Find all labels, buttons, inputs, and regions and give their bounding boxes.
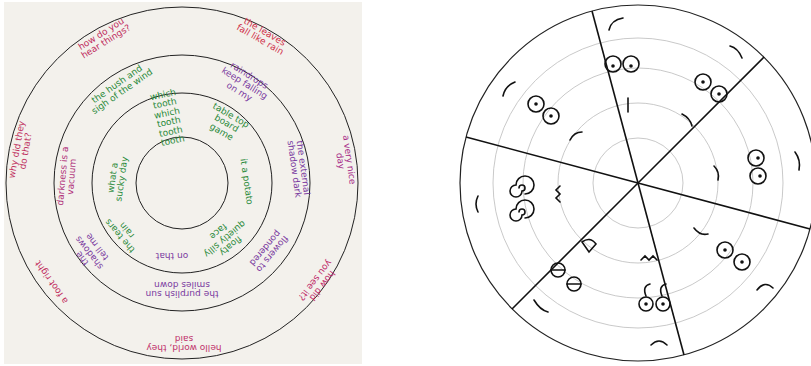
spoke [638,57,764,183]
eye [750,168,766,184]
ring [54,55,310,311]
handwritten-note: the purplish sun smiles down [142,279,222,298]
spiral-eye [510,200,534,221]
paper-sheet [4,2,362,364]
handwritten-note: flowers to pondered [242,222,292,277]
eyebrow [730,46,742,58]
pupil [534,102,538,106]
pupil [756,156,760,160]
eye-slit [567,283,581,285]
eye [717,242,733,258]
eye [528,96,544,112]
eye-slit [551,269,565,271]
outer-circle [460,5,811,361]
pupil [758,174,762,178]
handwritten-note: the hush and sigh of the wind [85,60,155,117]
eye [748,150,764,166]
handwritten-note: the external shadow dark [283,132,311,204]
eye [711,86,727,102]
eye [639,297,653,311]
eyebrow [795,152,800,170]
concentric-rings [6,7,358,359]
mouth [714,166,719,180]
eyelash [645,284,650,296]
eyebrow [609,18,623,30]
handwritten-note: floaty quietly silly face [194,210,252,265]
handwritten-note: why did they do that? [6,114,37,186]
ring [493,38,783,328]
handwritten-note: the tears rain [102,209,145,255]
handwritten-note: on that [155,251,189,260]
ring [92,93,272,273]
spoke [466,137,638,183]
handwritten-note: it a potato [238,158,254,207]
mouth [641,256,657,260]
spoke [592,11,638,183]
pupil [661,302,665,306]
mouth [570,132,582,140]
pupil [701,80,705,84]
paper-sheet [454,2,809,364]
eye [605,56,621,72]
eye [656,297,670,311]
pupil [549,114,553,118]
handwritten-note: darkness is a vacuum [55,142,80,209]
eye [623,56,639,72]
spoke [638,183,684,355]
face-features [476,18,800,345]
ring [6,7,358,359]
eye [543,108,559,124]
handwritten-note: how do you hear things? [73,14,134,62]
mouth [682,114,692,126]
mouth [556,186,560,202]
handwritten-note: a very nice day [330,129,357,191]
eye [567,277,581,291]
faint-rings [493,38,783,328]
eye [551,263,565,277]
handwritten-note: how did you see it? [295,256,341,307]
handwritten-note: which tooth which tooth tooth tooth [137,85,198,151]
eyebrow [757,284,773,290]
spoke [638,183,810,229]
pupil [611,64,615,68]
eyebrow [503,82,515,96]
handwritten-note: table top board game [199,100,253,148]
eye [695,74,711,90]
handwritten-note: what a sucky day [105,153,130,203]
mouth [694,228,708,234]
handwritten-note: the shadows tell me [62,222,118,282]
ring [136,137,228,229]
eye [734,254,750,270]
wedge-spokes [466,11,810,355]
spiral-eye [510,176,534,197]
eyelash [661,284,666,296]
mouth [627,98,629,112]
pupils [534,64,762,306]
eyebrow [651,341,667,345]
pupil [629,64,633,68]
pupil [723,248,727,252]
pupil [717,92,721,96]
mouth [582,239,596,252]
eyebrow [476,196,478,212]
handwritten-note: a foot right [34,258,72,306]
eyebrow [534,300,548,312]
handwritten-note: the leaves fall like rain [230,12,293,59]
handwritten-note: hello world, they said [144,333,224,352]
pupil [644,302,648,306]
pupil [740,260,744,264]
